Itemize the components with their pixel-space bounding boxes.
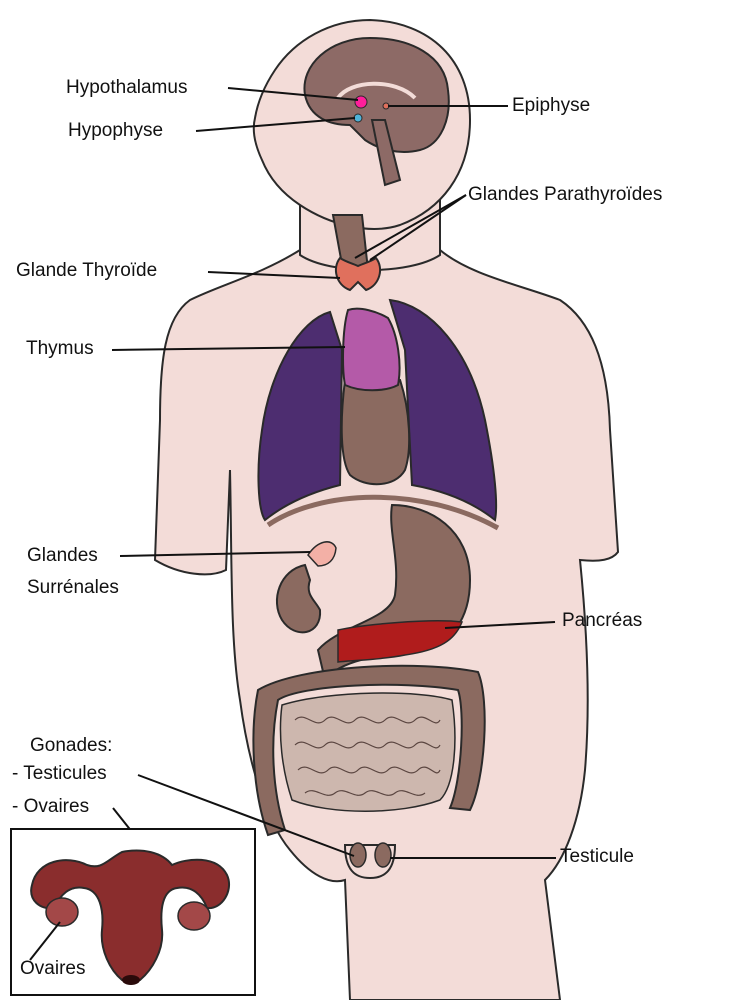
label-gonades: Gonades: [30,735,112,757]
heart [342,380,409,484]
label-ovaires-inset: Ovaires [20,958,85,980]
ovary-left [46,898,78,926]
small-intestine [280,693,454,811]
line-ovaires-inset [30,922,60,960]
label-testicule: Testicule [560,846,634,868]
label-parathyroides: Glandes Parathyroïdes [468,184,662,206]
testicle-right [375,843,391,867]
label-thymus: Thymus [26,338,94,360]
label-hypophyse: Hypophyse [68,120,163,142]
label-hypothalamus: Hypothalamus [66,77,187,99]
cervix-opening [122,975,140,985]
label-pancreas: Pancréas [562,610,642,632]
hypophyse-gland [354,114,362,122]
label-surrenales-1: Glandes [27,545,98,567]
label-thyroide: Glande Thyroïde [16,260,157,282]
ovary-right [178,902,210,930]
label-ovaires: - Ovaires [12,796,89,818]
label-surrenales-2: Surrénales [27,577,119,599]
label-epiphyse: Epiphyse [512,95,590,117]
hypothalamus-gland [355,96,367,108]
label-testicules: - Testicules [12,763,107,785]
